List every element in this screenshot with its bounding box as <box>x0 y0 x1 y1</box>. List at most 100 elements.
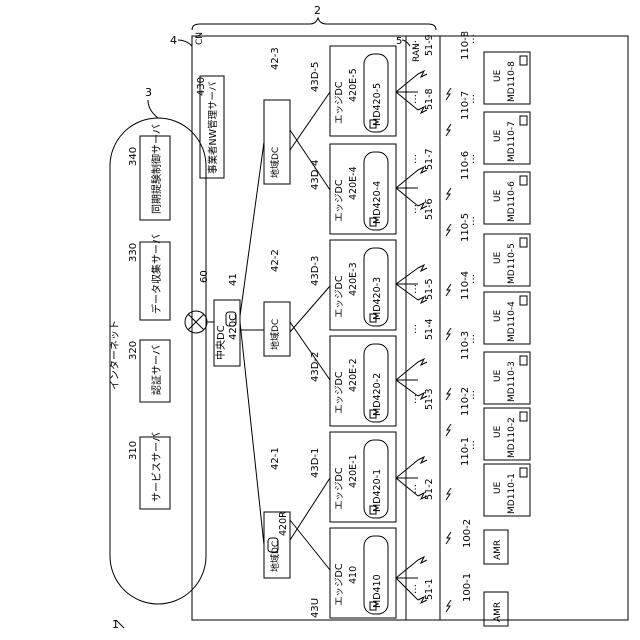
internet-leader <box>148 100 158 118</box>
ue-device-icon <box>520 238 527 247</box>
wireless-link-icon <box>446 328 451 340</box>
base-station-ref: 51-3 <box>424 388 435 410</box>
ellipsis-mark: … <box>408 584 419 594</box>
wireless-link-icon <box>446 224 451 236</box>
regional-dc-ref: 42-2 <box>270 249 281 272</box>
edge-dc-label: エッジDC <box>334 563 345 606</box>
edge-dc-label: エッジDC <box>334 81 345 124</box>
base-station-ref: 51-1 <box>424 578 435 600</box>
edge-dc-ref: 43D-2 <box>310 352 321 382</box>
edge-dc-ref: 43D-1 <box>310 448 321 478</box>
wireless-link-icon <box>446 532 451 544</box>
operator-nw-server-box <box>200 76 224 178</box>
figure-leader <box>116 620 124 628</box>
edge-dc-ref: 43U <box>310 598 321 618</box>
ellipsis-mark: … <box>466 154 477 164</box>
storage-cylinder-icon <box>226 312 236 326</box>
ue-label: UE <box>493 69 503 82</box>
sync-control-server-box <box>140 136 170 220</box>
antenna-icon <box>418 71 427 77</box>
ellipsis-mark: … <box>408 204 419 214</box>
ue-md-label: MD110-2 <box>507 417 517 458</box>
regional-dc-label: 地域DC <box>269 147 281 178</box>
ue-device-icon <box>520 412 527 421</box>
ellipsis-mark: … <box>466 274 477 284</box>
wireless-link-icon <box>446 188 451 200</box>
ue-label: UE <box>493 369 503 382</box>
ellipsis-mark: … <box>466 390 477 400</box>
edge-dc-ref: 43D-5 <box>310 62 321 92</box>
central-regional-links <box>240 142 264 545</box>
ellipsis-mark: … <box>408 40 419 50</box>
antenna-icon <box>418 557 427 563</box>
ellipsis-mark: … <box>466 334 477 344</box>
amr-label: AMR <box>493 602 503 622</box>
ue-md-label: MD110-6 <box>507 181 517 222</box>
ue-md-label: MD110-1 <box>507 473 517 514</box>
wireless-link-icon <box>446 388 451 400</box>
ue-device-icon <box>520 468 527 477</box>
data-collection-server-box <box>140 242 170 320</box>
ue-device-icon <box>520 176 527 185</box>
edge-dc-ref: 43D-3 <box>310 256 321 286</box>
ue-md-label: MD110-5 <box>507 243 517 284</box>
ellipsis-mark: … <box>466 94 477 104</box>
amr-ref: 100-2 <box>462 519 473 548</box>
ue-device-icon <box>520 356 527 365</box>
ue-label: UE <box>493 189 503 202</box>
ellipsis-mark: … <box>408 324 419 334</box>
edge-dc-ref: 43D-4 <box>310 160 321 190</box>
base-station-ref: 51-5 <box>424 278 435 300</box>
switch-cross <box>188 314 204 330</box>
ue-device-icon <box>520 296 527 305</box>
ellipsis-mark: … <box>408 284 419 294</box>
wireless-link-icon <box>446 88 451 100</box>
wireless-link-icon <box>446 124 451 136</box>
cn-leader <box>178 40 192 46</box>
ue-md-label: MD110-7 <box>507 121 517 162</box>
ue-device-icon <box>520 56 527 65</box>
ue-md-label: MD110-4 <box>507 301 517 342</box>
system-brace <box>192 18 436 30</box>
ue-label: UE <box>493 251 503 264</box>
ue-label: UE <box>493 425 503 438</box>
ellipsis-mark: … <box>408 154 419 164</box>
auth-server-box <box>140 340 170 402</box>
edge-dc-label: エッジDC <box>334 467 345 510</box>
antenna-icon <box>418 457 427 463</box>
edge-dc-storage: 410 <box>348 566 359 584</box>
ellipsis-mark: … <box>408 394 419 404</box>
regional-dc-ref: 42-1 <box>270 447 281 470</box>
wireless-link-icon <box>446 284 451 296</box>
edge-dc-label: エッジDC <box>334 275 345 318</box>
regional-dc-ref: 42-3 <box>270 47 281 70</box>
edge-dc-storage: 420E-3 <box>348 262 359 296</box>
ue-label: UE <box>493 309 503 322</box>
ellipsis-mark: … <box>408 484 419 494</box>
regional-dc-storage: 420R <box>278 511 289 536</box>
antenna-icon <box>418 359 427 365</box>
wireless-link-icon <box>446 424 451 436</box>
edge-dc-storage: 420E-4 <box>348 166 359 200</box>
edge-dc-storage: 420E-2 <box>348 358 359 392</box>
base-station-ref: 51-6 <box>424 198 435 220</box>
regional-dc-label: 地域DC <box>269 541 281 572</box>
ue-device-icon <box>520 116 527 125</box>
edge-dc-label: エッジDC <box>334 371 345 414</box>
ue-md-label: MD110-8 <box>507 61 517 102</box>
amr-label: AMR <box>493 540 503 560</box>
antenna-icon <box>418 265 427 271</box>
ue-md-label: MD110-3 <box>507 361 517 402</box>
edge-dc-storage: 420E-1 <box>348 454 359 488</box>
ue-label: UE <box>493 481 503 494</box>
base-station-ref: 51-9 <box>424 34 435 56</box>
base-station-ref: 51-8 <box>424 88 435 110</box>
edge-dc-storage: 420E-5 <box>348 68 359 102</box>
base-station-ref: 51-7 <box>424 148 435 170</box>
central-dc-box <box>214 300 240 366</box>
ue-label: UE <box>493 129 503 142</box>
ellipsis-mark: … <box>466 440 477 450</box>
edge-ran-links <box>396 74 418 600</box>
edge-md-label: MD410 <box>372 574 383 608</box>
